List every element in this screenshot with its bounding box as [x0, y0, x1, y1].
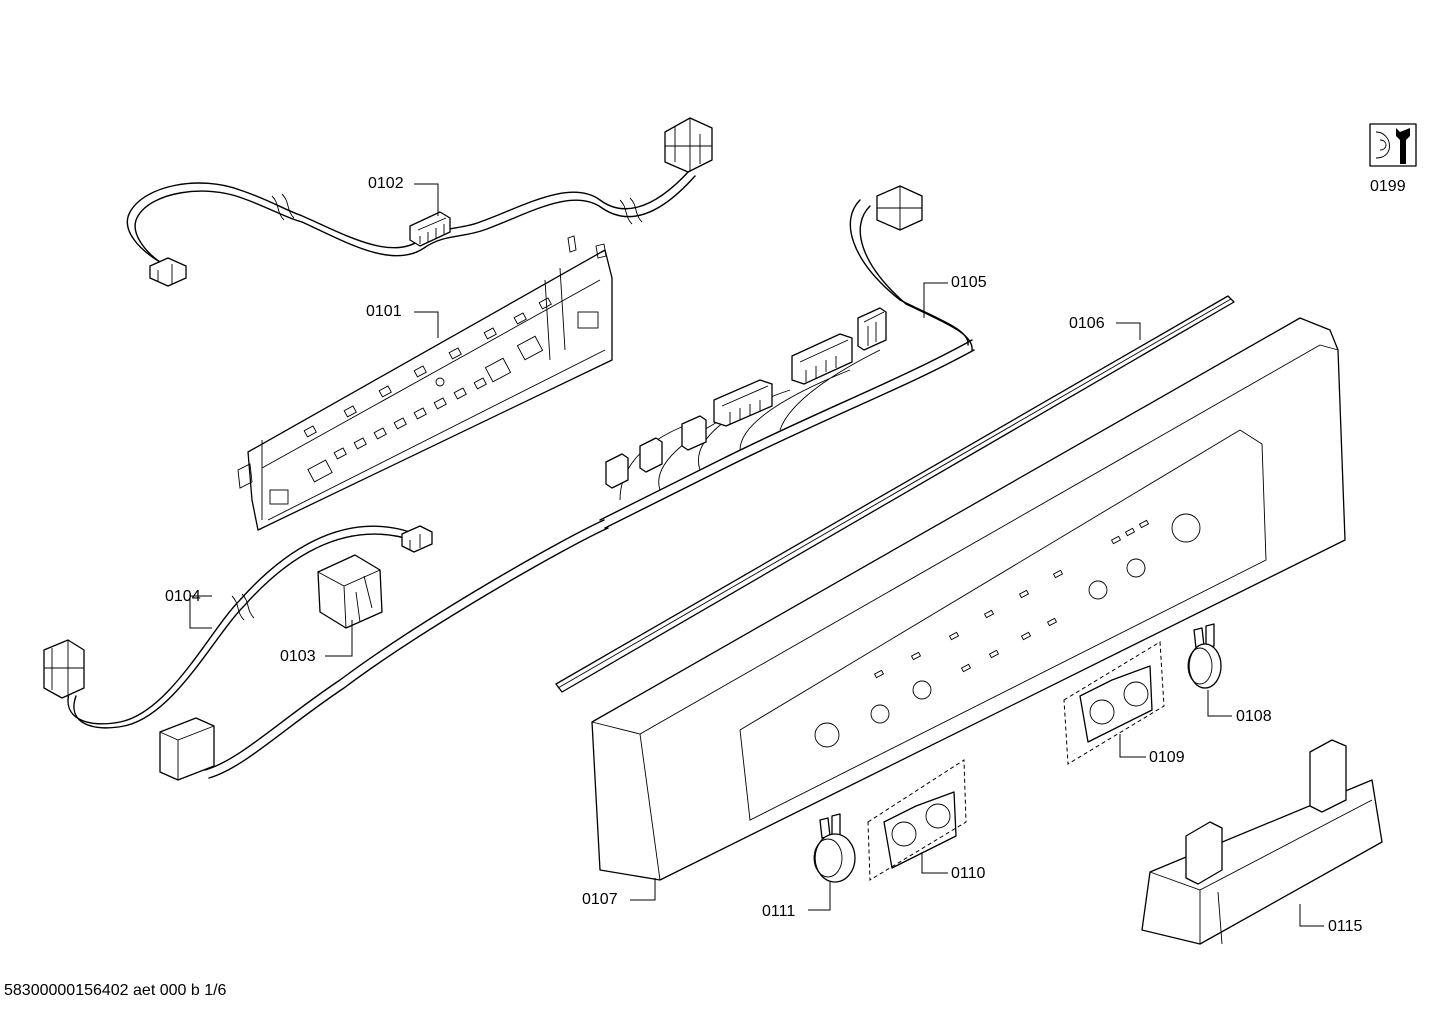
part-label-0106: 0106 [1069, 315, 1105, 332]
part-label-0115: 0115 [1328, 918, 1363, 935]
wiring-harness-0104 [43, 525, 433, 781]
part-label-0102: 0102 [368, 175, 404, 192]
part-label-0103: 0103 [280, 648, 316, 665]
control-module-frame-0101 [237, 235, 613, 531]
part-label-0108: 0108 [1236, 708, 1272, 725]
wrench-service-icon [1369, 123, 1417, 167]
part-label-0104: 0104 [165, 588, 201, 605]
part-label-0105: 0105 [951, 274, 987, 291]
part-label-0111: 0111 [762, 903, 796, 920]
control-panel-fascia-0107 [591, 317, 1346, 881]
bracket-cover-0115 [1141, 739, 1383, 945]
wiring-harness-0102 [126, 117, 713, 287]
leader-lines [189, 183, 1324, 927]
document-code: 58300000156402 aet 000 b 1/6 [4, 982, 227, 999]
button-pair-0110 [867, 759, 967, 881]
knob-0111 [813, 813, 856, 883]
part-label-0199: 0199 [1370, 178, 1406, 195]
part-label-0110: 0110 [951, 865, 986, 882]
wiring-harness-0105 [204, 185, 975, 779]
part-label-0109: 0109 [1149, 749, 1185, 766]
part-label-0107: 0107 [582, 891, 618, 908]
switch-component-0103 [317, 554, 383, 629]
knob-0108 [1187, 623, 1222, 689]
part-label-0101: 0101 [366, 303, 402, 320]
button-pair-0109 [1063, 641, 1165, 765]
seal-strip-0106 [555, 295, 1235, 693]
